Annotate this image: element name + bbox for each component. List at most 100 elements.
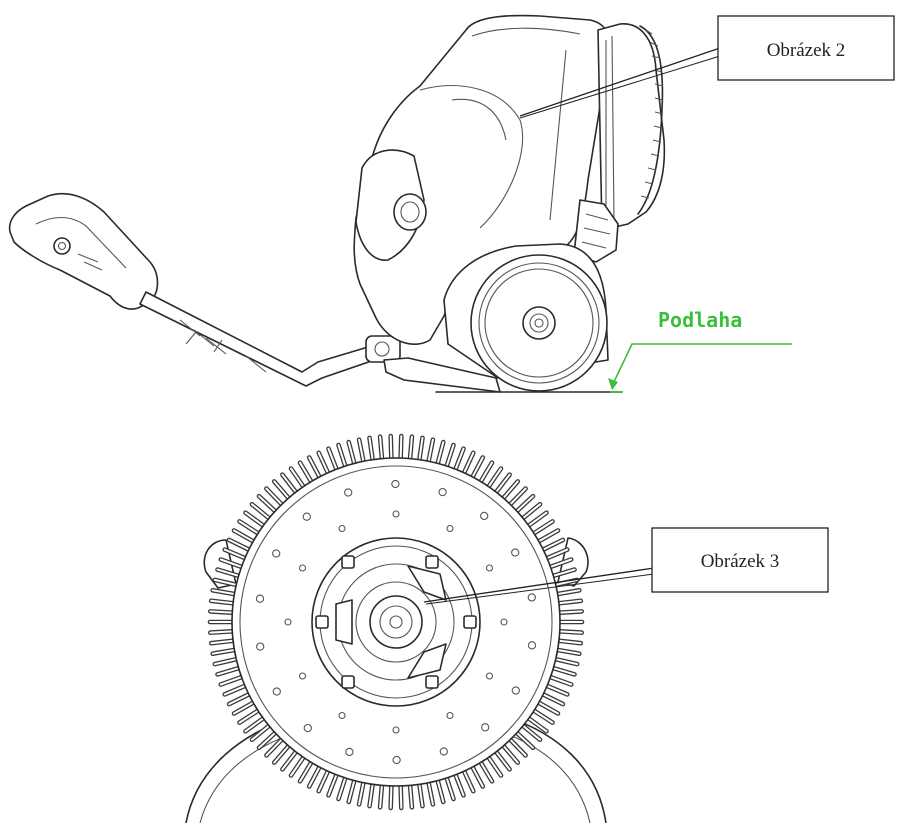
bristle-tuft-inner [337,444,347,469]
bristle-tuft-inner [540,538,564,552]
bristle-tuft-inner [251,503,272,521]
bolt-hole [481,723,490,732]
bristle-tuft-inner [308,456,322,480]
bristle-tuft-inner [337,775,347,800]
bristle-tuft-inner [216,666,242,676]
bristle-tuft-inner [265,737,285,757]
bristle-tuft-inner [493,749,511,771]
bristle-tuft-inner [290,754,306,777]
bristle-tuft-inner [233,529,256,544]
callout-figure3: Obrázek 3 [423,527,829,605]
floor-label: Podlaha [658,308,742,332]
bolt-hole [391,479,400,489]
bristle-tuft-inner [299,759,314,783]
bolt-hole [302,512,311,521]
callout-box-figure2 [717,15,895,81]
bristle-tuft-inner [555,639,582,645]
bolt-hole [256,642,265,651]
bristle-tuft-inner [211,589,238,596]
bristle-tuft-inner [281,749,299,771]
bristle-tuft-inner [389,782,393,809]
brush-deck-top-view: Obrázek 3 [185,433,829,823]
bristle-tuft-inner [418,436,424,463]
bristle-tuft-inner [379,782,384,809]
bristle-tuft-inner [399,435,403,462]
bristle-tuft-inner [554,648,581,655]
bolt-hole [438,487,447,497]
bristle-tuft-inner [228,692,252,706]
bristle-tuft-inner [327,447,339,472]
bristle-tuft-inner [478,759,493,783]
bristle-tuft-inner [544,684,569,696]
callout-label-figure3: Obrázek 3 [701,551,780,572]
bolt-hole [298,564,307,572]
brush-hub [311,537,481,707]
bristle-tuft-inner [470,764,484,788]
floor-callout: Podlaha [608,308,792,390]
bolt-hole [527,593,536,602]
bristle-tuft-inner [210,599,237,605]
bristle-tuft-inner [470,456,484,480]
bolt-hole [527,641,537,650]
bristle-tuft-inner [213,578,240,587]
bristle-tuft-inner [418,781,424,808]
brush-bolt-holes [255,479,537,765]
bristle-tuft-inner [399,782,403,809]
bristle-tuft-inner [368,781,374,808]
bristle-tuft-inner [251,723,272,741]
bolt-hole [439,747,448,756]
bristle-tuft-inner [368,436,374,463]
bristle-tuft-inner [536,529,559,544]
bristle-tuft-inner [223,548,248,560]
bristle-tuft-inner [462,768,475,793]
bolt-hole [272,687,281,696]
bristle-tuft-inner [408,782,413,809]
bristle-tuft-inner [550,568,576,578]
bristle-tuft-inner [493,473,511,495]
bolt-hole [272,549,281,558]
callout-figure2: Obrázek 2 [519,15,895,119]
bristle-tuft-inner [327,772,339,797]
bolt-hole [446,711,454,720]
bolt-hole [485,564,494,572]
bristle-tuft-inner [552,657,579,666]
bolt-hole [298,672,307,680]
bristle-tuft-inner [453,447,465,472]
bristle-tuft-inner [540,692,564,706]
tiller-handle [8,192,501,393]
bristle-tuft-inner [501,480,519,501]
bristle-tuft-inner [317,768,330,793]
bristle-tuft-inner [290,467,306,490]
bristle-tuft-inner [258,730,278,749]
bristle-tuft-inner [219,675,245,686]
brush-bristle-ring [207,433,585,811]
bristle-tuft-inner [531,708,554,724]
bristle-tuft-inner [514,730,534,749]
bristle-tuft-inner [213,657,240,666]
bolt-hole [446,524,454,533]
bristle-tuft-inner [507,737,527,757]
bolt-hole [345,747,354,757]
bolt-hole [303,723,312,733]
bristle-tuft-inner [486,754,502,777]
bolt-hole [392,726,400,734]
bristle-tuft-inner [445,444,455,469]
bolt-hole [500,618,508,626]
bristle-tuft-inner [209,610,236,614]
scrubber-side-view: Podlaha Obrázek 2 [8,14,895,393]
bristle-tuft-inner [273,480,291,501]
bolt-hole [511,686,520,695]
bristle-tuft-inner [358,779,365,806]
bristle-tuft-inner [554,589,581,596]
bristle-tuft-inner [244,716,266,733]
bolt-hole [255,594,265,603]
bristle-tuft-inner [520,723,541,741]
bristle-tuft-inner [347,441,356,467]
bristle-tuft-inner [347,777,356,803]
bristle-tuft-inner [211,648,238,655]
bristle-tuft-inner [478,461,493,485]
bristle-tuft-inner [526,716,548,733]
bristle-tuft-inner [520,503,541,521]
bristle-tuft-inner [273,743,291,764]
